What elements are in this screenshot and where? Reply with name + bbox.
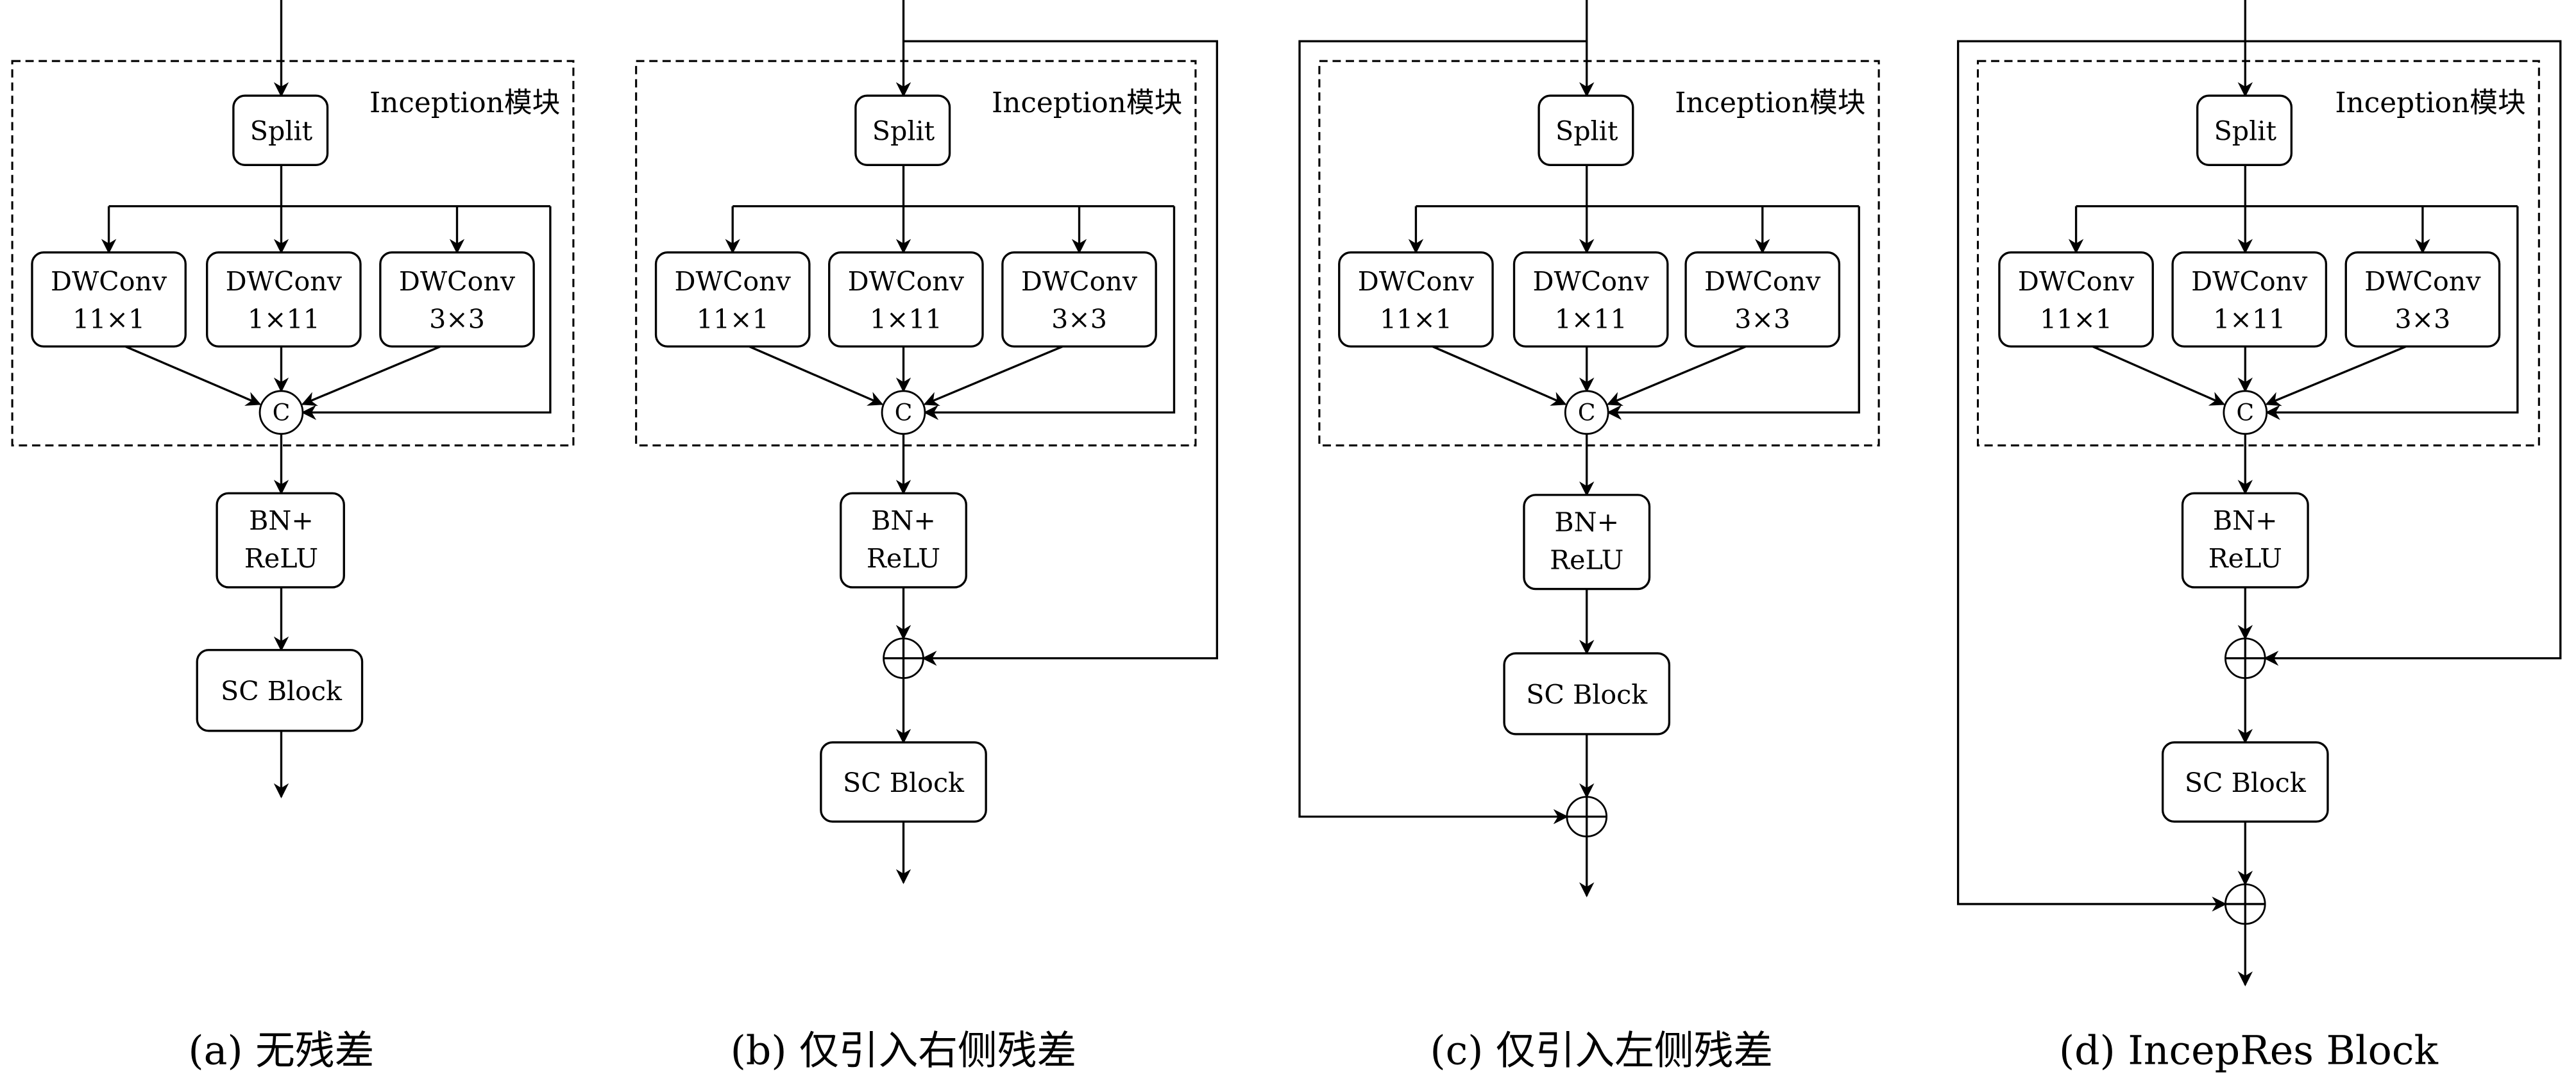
split-label: Split — [872, 116, 935, 147]
identity-bypass-arrow — [301, 206, 552, 420]
panel-caption: (c) 仅引入左侧残差 — [1430, 1028, 1774, 1074]
right-residual-add-node — [883, 637, 924, 679]
dwconv-kernel-label: 3×3 — [1734, 304, 1790, 335]
dwconv-label: DWConv — [51, 266, 167, 297]
left-residual-skip-arrow — [1298, 40, 1587, 825]
dwconv-box-2 — [828, 251, 984, 348]
left-residual-skip-arrow — [1956, 40, 2246, 912]
inception-module-label: Inception模块 — [369, 87, 560, 119]
inception-module-boundary — [1976, 60, 2540, 447]
inception-module-label: Inception模块 — [992, 87, 1182, 119]
concat-arrow-1 — [1432, 345, 1567, 406]
bn-label: BN+ — [249, 505, 314, 536]
concat-arrow-3 — [2265, 345, 2407, 407]
dwconv-box-1 — [1998, 251, 2154, 348]
dwconv-box-1 — [1338, 251, 1494, 348]
dwconv-label: DWConv — [1532, 266, 1649, 297]
concat-arrow-1 — [749, 345, 884, 406]
relu-label: ReLU — [244, 543, 318, 574]
panel-caption: (d) IncepRes Block — [2059, 1028, 2438, 1074]
relu-label: ReLU — [1550, 545, 1623, 576]
dwconv-label: DWConv — [2191, 266, 2308, 297]
dwconv-box-3 — [2344, 251, 2501, 348]
dwconv-box-3 — [1684, 251, 1841, 348]
split-label: Split — [2214, 116, 2277, 147]
left-residual-add-node — [1566, 796, 1607, 837]
sc-block-box — [1503, 652, 1671, 735]
dwconv-kernel-label: 11×1 — [697, 304, 769, 335]
dwconv-kernel-label: 1×11 — [2213, 304, 2285, 335]
concat-symbol: C — [1578, 400, 1596, 426]
inception-module-label: Inception模块 — [2335, 87, 2525, 119]
concat-arrow-3 — [923, 345, 1063, 407]
dwconv-label: DWConv — [2018, 266, 2135, 297]
identity-bypass-arrow — [923, 206, 1176, 420]
dwconv-kernel-label: 3×3 — [1051, 304, 1107, 335]
inception-module-boundary — [11, 60, 575, 447]
dwconv-kernel-label: 11×1 — [72, 304, 145, 335]
dwconv-box-2 — [2171, 251, 2328, 348]
bn-label: BN+ — [2213, 505, 2278, 536]
dwconv-box-2 — [1513, 251, 1669, 348]
right-residual-skip-arrow — [2245, 40, 2562, 666]
panel-caption: (b) 仅引入右侧残差 — [731, 1028, 1077, 1074]
dwconv-box-1 — [654, 251, 811, 348]
dwconv-label: DWConv — [848, 266, 965, 297]
inception-module-label: Inception模块 — [1675, 87, 1865, 119]
relu-label: ReLU — [867, 543, 940, 574]
concat-arrow-3 — [1606, 345, 1747, 407]
dwconv-label: DWConv — [399, 266, 516, 297]
sc-block-label: SC Block — [1526, 679, 1648, 710]
right-residual-add-node — [2224, 637, 2266, 679]
left-residual-add-node — [2224, 883, 2266, 925]
split-label: Split — [250, 116, 313, 147]
concat-symbol: C — [895, 400, 913, 426]
dwconv-label: DWConv — [1704, 266, 1821, 297]
panel-caption: (a) 无残差 — [189, 1028, 375, 1074]
dwconv-kernel-label: 11×1 — [2040, 304, 2112, 335]
dwconv-kernel-label: 1×11 — [1555, 304, 1627, 335]
right-residual-skip-arrow — [903, 40, 1219, 666]
concat-arrow-1 — [124, 345, 262, 406]
dwconv-label: DWConv — [2364, 266, 2481, 297]
dwconv-box-3 — [379, 251, 535, 348]
concat-arrow-3 — [301, 345, 441, 407]
identity-bypass-arrow — [1606, 206, 1860, 420]
inception-module-boundary — [1318, 60, 1880, 447]
concat-arrow-1 — [2092, 345, 2226, 406]
dwconv-box-2 — [206, 251, 362, 348]
dwconv-label: DWConv — [1021, 266, 1138, 297]
concat-symbol: C — [2237, 400, 2255, 426]
bn-label: BN+ — [871, 505, 936, 536]
dwconv-box-3 — [1001, 251, 1157, 348]
bn-label: BN+ — [1554, 507, 1619, 537]
concat-symbol: C — [273, 400, 291, 426]
inception-module-boundary — [635, 60, 1197, 447]
dwconv-kernel-label: 11×1 — [1380, 304, 1452, 335]
sc-block-label: SC Block — [2185, 768, 2307, 798]
dwconv-kernel-label: 1×11 — [870, 304, 942, 335]
split-label: Split — [1555, 116, 1618, 147]
dwconv-label: DWConv — [1358, 266, 1475, 297]
dwconv-label: DWConv — [675, 266, 792, 297]
relu-label: ReLU — [2208, 543, 2282, 574]
sc-block-label: SC Block — [843, 768, 965, 798]
sc-block-box — [196, 649, 364, 732]
dwconv-kernel-label: 3×3 — [2394, 304, 2450, 335]
dwconv-label: DWConv — [226, 266, 343, 297]
sc-block-label: SC Block — [221, 676, 343, 707]
dwconv-kernel-label: 3×3 — [429, 304, 485, 335]
dwconv-box-1 — [31, 251, 187, 348]
identity-bypass-arrow — [2265, 206, 2519, 420]
dwconv-kernel-label: 1×11 — [248, 304, 320, 335]
